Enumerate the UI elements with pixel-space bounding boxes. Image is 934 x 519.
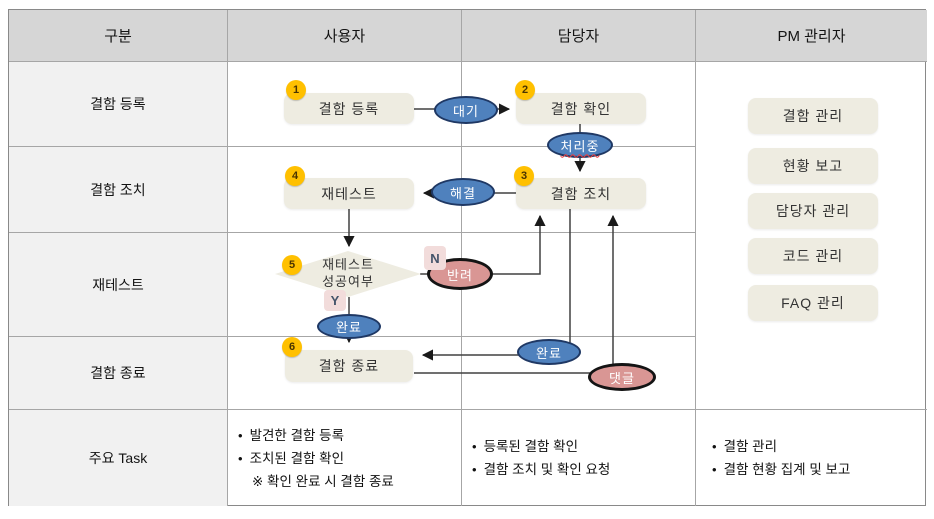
decision-diamond-label: 재테스트 성공여부 <box>288 256 408 290</box>
row-label-defect-close: 결함 종료 <box>9 337 228 410</box>
step-badge-5: 5 <box>282 255 302 275</box>
flow-box-defect-confirm: 결함 확인 <box>516 93 646 124</box>
status-ellipse-complete-user: 완료 <box>317 314 381 339</box>
task-item: 결함 관리 <box>712 435 777 458</box>
task-item: 결함 현황 집계 및 보고 <box>712 458 851 481</box>
status-ellipse-complete-manager: 완료 <box>517 339 581 365</box>
header-cell-category: 구분 <box>9 10 228 62</box>
pm-menu-item-code-mgmt: 코드 관리 <box>748 238 878 274</box>
status-ellipse-comment: 댓글 <box>588 363 656 391</box>
header-cell-user: 사용자 <box>228 10 462 62</box>
flow-box-defect-register: 결함 등록 <box>284 93 414 124</box>
branch-label-no: N <box>424 246 446 270</box>
task-item: 등록된 결함 확인 <box>472 435 578 458</box>
task-item: 조치된 결함 확인 <box>238 447 344 470</box>
lane-manager-action <box>462 147 696 233</box>
task-item: 발견한 결함 등록 <box>238 424 344 447</box>
step-badge-2: 2 <box>515 80 535 100</box>
step-badge-3: 3 <box>514 166 534 186</box>
row-label-main-task: 주요 Task <box>9 410 228 506</box>
status-ellipse-in-progress: 처리중 <box>547 132 613 158</box>
row-label-retest: 재테스트 <box>9 233 228 337</box>
task-list-user: 발견한 결함 등록 조치된 결함 확인 ※ 확인 완료 시 결함 종료 <box>228 410 462 506</box>
flow-box-defect-action: 결함 조치 <box>516 178 646 209</box>
status-ellipse-resolved: 해결 <box>431 178 495 206</box>
header-cell-pm: PM 관리자 <box>696 10 927 62</box>
task-item: 결함 조치 및 확인 요청 <box>472 458 611 481</box>
status-ellipse-wait: 대기 <box>434 96 498 124</box>
step-badge-6: 6 <box>282 337 302 357</box>
pm-menu-item-defect-mgmt: 결함 관리 <box>748 98 878 134</box>
flow-box-retest: 재테스트 <box>284 178 414 209</box>
header-cell-manager: 담당자 <box>462 10 696 62</box>
task-list-manager: 등록된 결함 확인 결함 조치 및 확인 요청 <box>462 410 696 506</box>
row-label-defect-register: 결함 등록 <box>9 62 228 147</box>
step-badge-4: 4 <box>285 166 305 186</box>
branch-label-yes: Y <box>324 290 346 311</box>
row-label-defect-action: 결함 조치 <box>9 147 228 233</box>
decision-line-1: 재테스트 <box>322 257 374 272</box>
step-badge-1: 1 <box>286 80 306 100</box>
pm-menu-item-status-report: 현황 보고 <box>748 148 878 184</box>
task-item-note: ※ 확인 완료 시 결함 종료 <box>252 473 394 489</box>
flow-box-defect-close: 결함 종료 <box>285 350 413 382</box>
in-progress-text: 처리중 <box>560 138 600 154</box>
pm-menu-item-faq-mgmt: FAQ 관리 <box>748 285 878 321</box>
lane-manager-retest <box>462 233 696 337</box>
decision-line-2: 성공여부 <box>322 274 374 289</box>
task-list-pm: 결함 관리 결함 현황 집계 및 보고 <box>696 410 927 506</box>
lane-manager-close <box>462 337 696 410</box>
lane-pm-merged <box>696 62 927 410</box>
pm-menu-item-assignee-mgmt: 담당자 관리 <box>748 193 878 229</box>
